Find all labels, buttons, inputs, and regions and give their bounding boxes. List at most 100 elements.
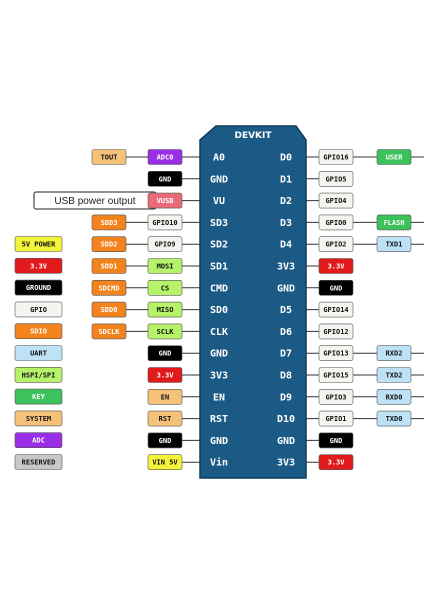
board-pin-right-0: D0 [280, 153, 292, 164]
board-title: DEVKIT [234, 131, 272, 141]
board-pin-right-1: D1 [280, 174, 292, 185]
board-pin-left-7: SD0 [210, 305, 228, 316]
pin-tag-right-5-0-text: 3.3V [328, 263, 346, 271]
pin-tag-right-10-0-box [318, 367, 354, 383]
legend-item-key: KEY [14, 388, 63, 405]
legend-item-sdio: SDIO [14, 323, 63, 340]
pin-tag-right-0-0-box [318, 149, 354, 165]
pin-tag-left-7-0: SDD0 [91, 301, 127, 318]
pin-tag-left-12-0-text: RST [159, 415, 172, 423]
pin-tag-right-4-1-text: TXD1 [386, 241, 403, 249]
legend-label: UART [30, 350, 47, 358]
pin-tag-left-8-0: SDCLK [91, 323, 127, 340]
pin-tag-right-12-0: GPIO1 [318, 410, 354, 427]
legend-swatch [14, 410, 63, 427]
legend-label: SYSTEM [26, 415, 51, 423]
legend-item-gpio: GPIO [14, 301, 63, 318]
legend-item-3-3v: 3.3V [14, 257, 63, 274]
pin-tag-right-10-0: GPIO15 [318, 367, 354, 383]
pin-tag-left-13-0: GND [147, 432, 183, 449]
pin-tag-left-9-0-text: GND [159, 350, 172, 358]
board-pin-left-1: GND [210, 174, 228, 185]
board-pin-left-0: A0 [213, 153, 225, 164]
pin-tag-right-10-1: TXD2 [376, 367, 412, 383]
pin-tag-right-12-1-text: TXD0 [386, 415, 403, 423]
legend-swatch [14, 301, 63, 318]
legend-label: 3.3V [30, 262, 48, 270]
pin-tag-right-11-0: GPIO3 [318, 388, 354, 405]
board-pin-left-12: RST [210, 414, 228, 425]
board-pin-right-4: D4 [280, 240, 292, 251]
legend-swatch [14, 257, 63, 274]
legend-label: GROUND [26, 284, 51, 292]
pin-tag-left-7-1: MISO [147, 301, 183, 318]
pin-tag-right-0-0-text: GPIO16 [323, 154, 348, 162]
legend-label: 5V POWER [22, 241, 57, 249]
legend-swatch [14, 345, 63, 361]
pin-tag-left-11-0-text: EN [161, 393, 169, 401]
pin-tag-left-6-0: SDCMD [91, 279, 127, 296]
pin-tag-left-3-0-text: SDD3 [101, 219, 118, 227]
pin-tag-right-0-1-box [376, 149, 412, 165]
pin-tag-left-5-0-text: SDD1 [101, 263, 118, 271]
pin-tag-left-9-0-box [147, 345, 183, 362]
board-outline [199, 125, 307, 479]
legend-swatch [14, 432, 63, 449]
legend-item-ground: GROUND [14, 279, 63, 296]
pin-tag-left-4-0-box [91, 236, 127, 252]
pin-labels: A0GNDVUSD3SD2SD1CMDSD0CLKGND3V3ENRSTGNDV… [210, 153, 295, 469]
pin-tag-right-11-1: RXD0 [376, 388, 412, 405]
pin-tag-right-11-1-box [376, 388, 412, 405]
board-pin-right-12: D10 [277, 414, 295, 425]
pin-tag-left-10-0-box [147, 367, 183, 383]
legend-label: HSPI/SPI [22, 371, 56, 379]
pin-tag-right-4-1: TXD1 [376, 236, 412, 252]
pin-tag-left-11-0-box [147, 388, 183, 405]
pin-tag-left-13-0-box [147, 432, 183, 449]
pin-tag-right-3-1-text: FLASH [383, 219, 404, 227]
board-pin-left-2: VU [213, 196, 225, 207]
legend-swatch [14, 323, 63, 340]
board-pin-left-14: Vin [210, 457, 228, 469]
legend-label: GPIO [30, 306, 47, 314]
board-pin-left-3: SD3 [210, 218, 228, 229]
pin-tag-left-3-1-box [147, 214, 183, 231]
pin-tag-right-5-0: 3.3V [318, 258, 354, 274]
legend-label: ADC [32, 437, 45, 445]
pin-tag-right-7-0: GPIO14 [318, 301, 354, 318]
board-pin-left-9: GND [210, 349, 228, 360]
pin-tag-left-12-0: RST [147, 410, 183, 427]
pin-tag-left-0-1-text: ADC0 [157, 154, 174, 162]
pin-tag-left-6-0-box [91, 279, 127, 296]
legend-item-adc: ADC [14, 432, 63, 449]
pin-tag-right-11-0-box [318, 388, 354, 405]
pin-tag-left-0-1-box [147, 149, 183, 165]
pin-tag-left-6-1-box [147, 279, 183, 296]
pin-tag-right-8-0: GPIO12 [318, 323, 354, 340]
pin-tag-right-11-1-text: RXD0 [386, 393, 403, 401]
pin-tag-left-3-1: GPIO10 [147, 214, 183, 231]
pin-tag-right-7-0-box [318, 301, 354, 318]
pin-tag-right-12-0-box [318, 410, 354, 427]
pin-tag-right-10-1-box [376, 367, 412, 383]
pin-tag-right-3-0-box [318, 214, 354, 231]
pin-tag-left-2-0-text: VUSB [157, 197, 174, 205]
pin-tag-right-8-0-text: GPIO12 [323, 328, 348, 336]
legend-item-hspi-spi: HSPI/SPI [14, 366, 63, 383]
board-pin-right-7: D5 [280, 305, 292, 316]
pin-tag-left-8-1: SCLK [147, 323, 183, 340]
pin-tag-left-14-0-box [147, 454, 183, 471]
pin-tag-right-1-0-text: GPIO5 [325, 175, 346, 183]
pin-tag-left-5-1: MOSI [147, 258, 183, 274]
pin-tag-left-9-0: GND [147, 345, 183, 362]
pin-tag-left-4-0: SDD2 [91, 236, 127, 252]
legend-label: RESERVED [22, 459, 56, 467]
pin-tag-right-14-0-text: 3.3V [328, 459, 346, 467]
pin-tag-left-0-0-text: TOUT [101, 154, 118, 162]
legend-item-reserved: RESERVED [14, 454, 63, 470]
pin-tag-left-4-1-box [147, 236, 183, 252]
pin-tag-right-11-0-text: GPIO3 [325, 393, 346, 401]
pin-tag-right-9-1-text: RXD2 [386, 350, 403, 358]
legend-swatch [14, 366, 63, 383]
